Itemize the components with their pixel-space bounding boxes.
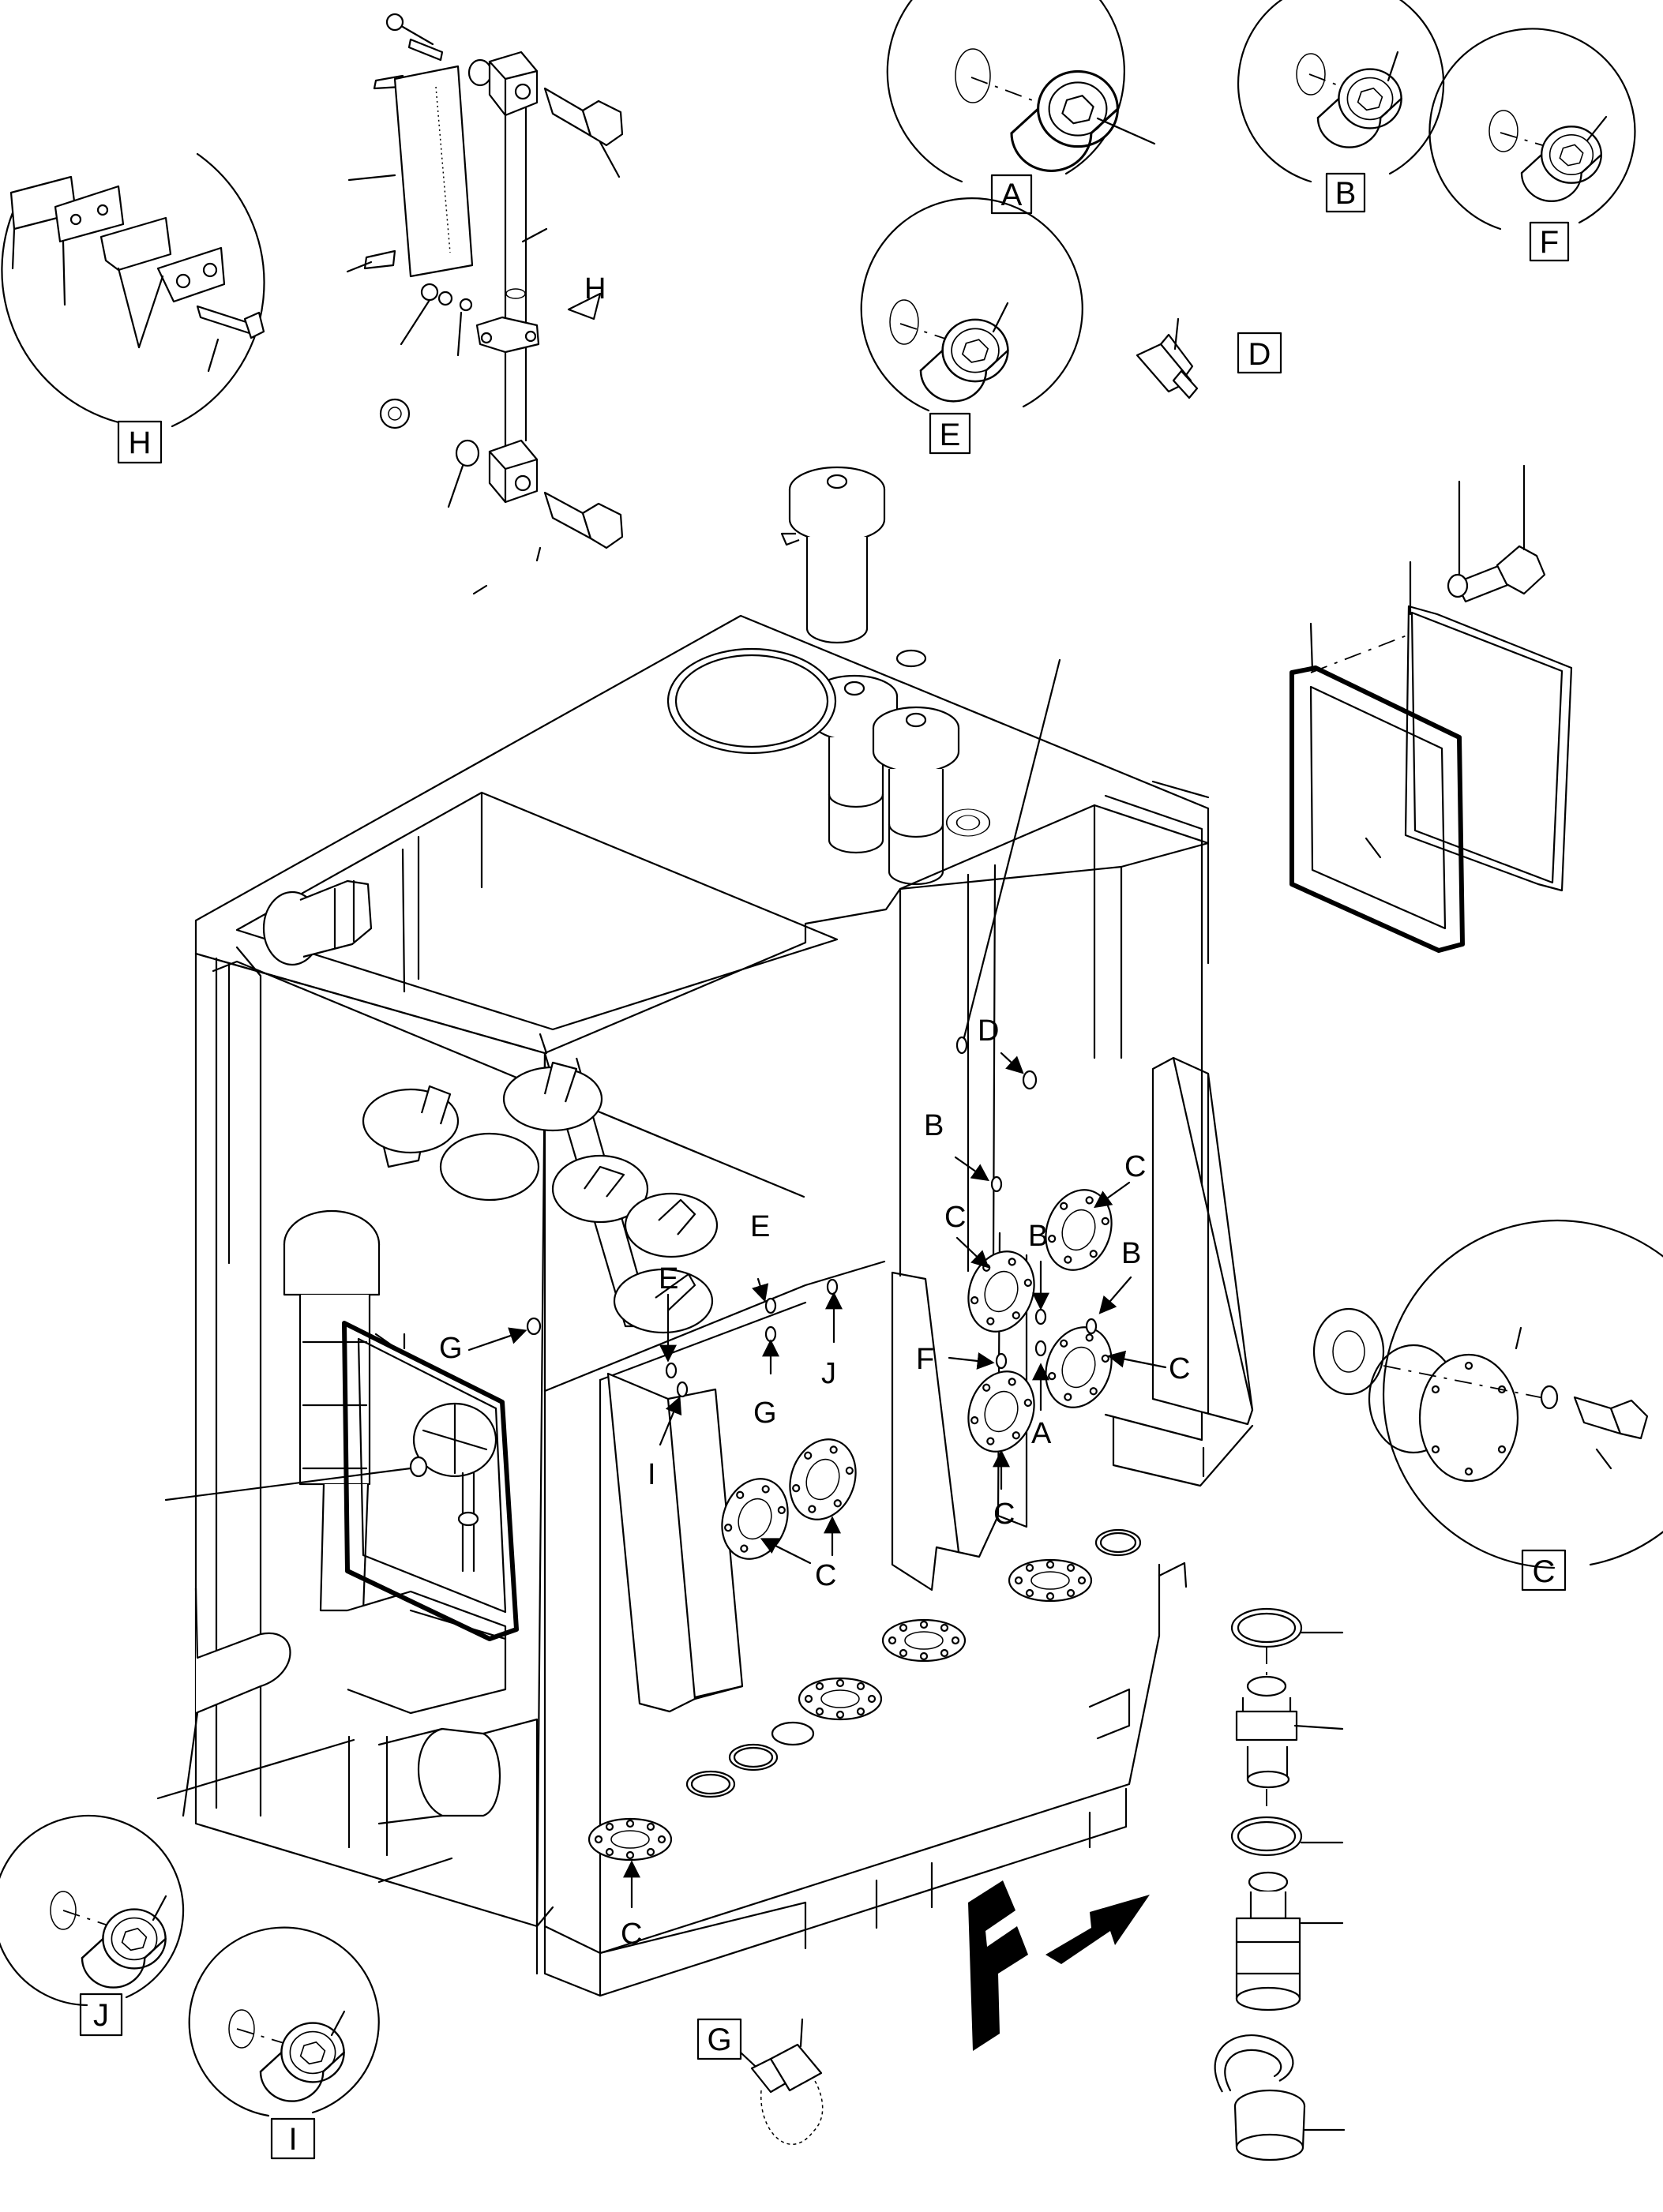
detail-d-fitting: D — [1136, 317, 1282, 399]
detail-box-g — [696, 2018, 742, 2060]
detail-e-view: E — [860, 197, 1083, 455]
callout-b-2: B — [1028, 1220, 1048, 1253]
detail-g-coupling: G — [696, 2018, 824, 2145]
detail-c-view: C — [1312, 1219, 1663, 1592]
callout-e-1: E — [750, 1210, 770, 1243]
detail-box-e-label: E — [940, 418, 961, 452]
detail-box-a-label: A — [1001, 178, 1023, 212]
callout-j: J — [821, 1357, 836, 1390]
sight-glass-assembly: H — [346, 13, 624, 595]
detail-b-view: B — [1237, 0, 1445, 213]
detail-box-j — [79, 1993, 123, 2037]
hydraulic-tank-assembly — [156, 466, 1254, 1997]
detail-box-d — [1237, 332, 1282, 374]
floor-flanges — [587, 1528, 1142, 1861]
callout-b-1: B — [924, 1109, 944, 1142]
detail-box-e — [929, 412, 971, 455]
callout-arrows — [467, 1052, 1167, 1909]
callout-d: D — [978, 1014, 999, 1048]
coupling-stack-exploded — [1214, 1607, 1346, 2161]
detail-box-d-label: D — [1248, 337, 1271, 372]
detail-box-i-label: I — [288, 2122, 297, 2157]
callout-g-2: G — [439, 1332, 463, 1365]
side-inspection-cover — [342, 1321, 519, 1641]
detail-box-h-label: H — [129, 426, 152, 460]
callout-g-1: G — [753, 1397, 777, 1430]
filler-breather-3 — [872, 706, 960, 886]
detail-box-h — [117, 420, 163, 464]
callout-c-2: C — [1124, 1150, 1146, 1183]
callout-c-6: C — [621, 1918, 642, 1951]
callout-h-label: H — [584, 272, 606, 306]
detail-box-g-label: G — [707, 2023, 731, 2057]
callout-labels: D B C C B B C F A C E E J G G I C C — [439, 1014, 1190, 1951]
detail-h-view: H — [1, 152, 265, 464]
view-direction-indicator: F — [968, 1880, 1581, 2203]
detail-box-b-label: B — [1335, 176, 1357, 211]
callout-c-3: C — [1169, 1352, 1190, 1385]
detail-box-c-label: C — [1533, 1554, 1556, 1589]
detail-box-a — [990, 174, 1033, 215]
callout-c-5: C — [815, 1559, 836, 1592]
detail-j-view: J — [0, 1814, 185, 2037]
filler-breather-1 — [780, 466, 886, 644]
detail-box-c — [1521, 1549, 1567, 1592]
detail-i-view: I — [188, 1926, 380, 2160]
callout-f: F — [916, 1343, 934, 1376]
inspection-cover-exploded — [1289, 464, 1573, 953]
view-direction-label: F — [1579, 2202, 1581, 2203]
callout-e-2: E — [659, 1262, 678, 1295]
callout-c-1: C — [944, 1201, 966, 1234]
detail-box-j-label: J — [93, 1998, 109, 2033]
port-plugs — [526, 1036, 1098, 1398]
detail-box-f-label: F — [1540, 225, 1559, 260]
callout-c-4: C — [993, 1498, 1015, 1531]
detail-box-f — [1529, 221, 1570, 262]
detail-a-view: A — [886, 0, 1156, 215]
detail-box-b — [1325, 172, 1366, 213]
callout-a: A — [1031, 1417, 1052, 1450]
callout-b-3: B — [1121, 1237, 1141, 1270]
detail-box-i — [270, 2117, 316, 2160]
detail-f-view: F — [1428, 28, 1636, 262]
callout-i: I — [648, 1458, 656, 1491]
